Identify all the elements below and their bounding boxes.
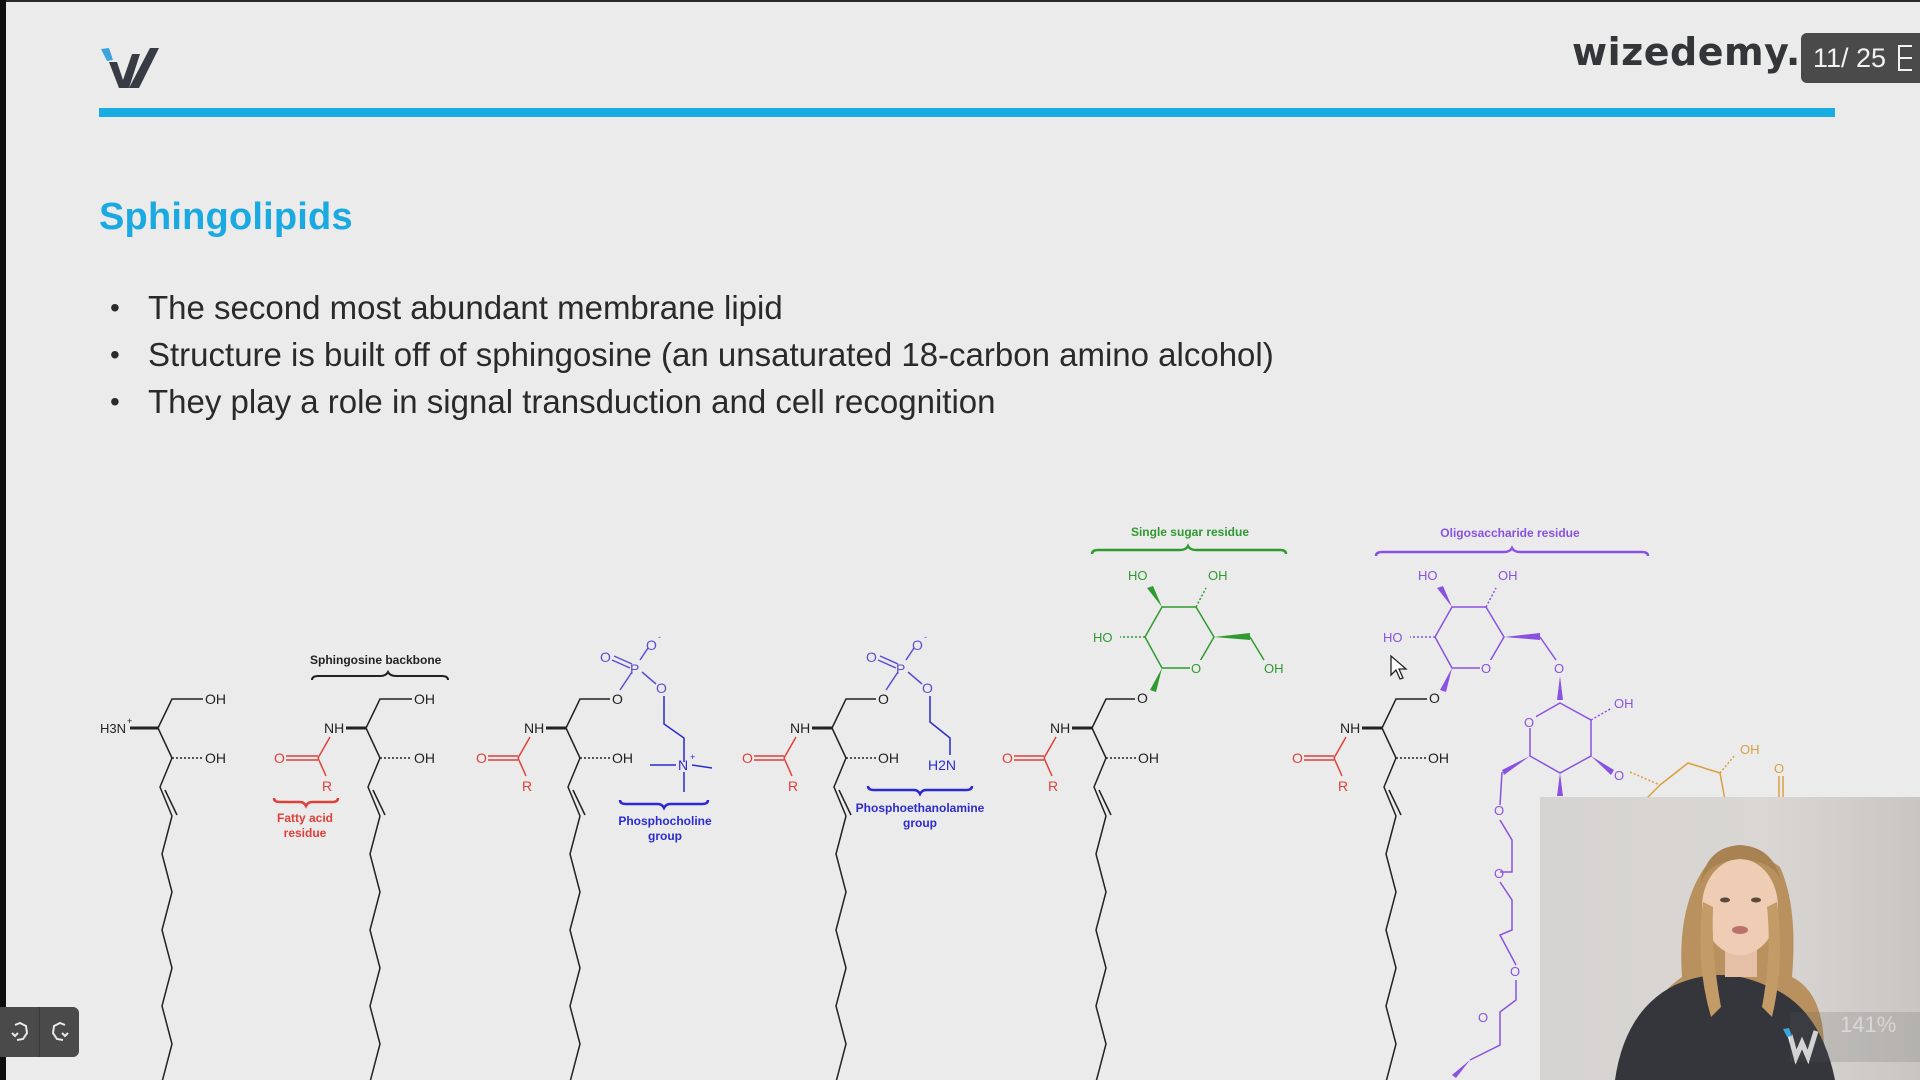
svg-text:Oligosaccharide residue: Oligosaccharide residue [1440, 526, 1580, 540]
svg-text:Single sugar residue: Single sugar residue [1131, 525, 1249, 539]
svg-text:O: O [866, 649, 877, 665]
window-left-edge [0, 0, 6, 1080]
svg-text:O: O [1774, 761, 1784, 776]
svg-text:P: P [896, 661, 905, 677]
svg-text:HO: HO [1418, 568, 1438, 583]
wizedemy-logo-icon [101, 48, 159, 88]
svg-text:OH: OH [414, 691, 435, 707]
header-rule [99, 108, 1835, 117]
page-counter-text: 11/ 25 [1813, 42, 1887, 73]
svg-text:NH: NH [1340, 720, 1360, 736]
svg-text:O: O [742, 750, 753, 766]
zoom-level: 141% [1840, 1012, 1897, 1037]
svg-text:group: group [648, 829, 682, 843]
cerebroside-structure: Single sugar residue O HO OH HO OH O NH … [1002, 525, 1288, 1080]
svg-text:O: O [1292, 750, 1303, 766]
bullet-list: The second most abundant membrane lipid … [110, 284, 1274, 425]
svg-text:O: O [1429, 690, 1440, 706]
svg-text:H3N: H3N [100, 721, 126, 736]
svg-text:HO: HO [1383, 630, 1403, 645]
svg-text:OH: OH [1138, 750, 1159, 766]
svg-text:O: O [1191, 661, 1201, 676]
svg-text:O: O [1481, 661, 1491, 676]
svg-text:OH: OH [205, 750, 226, 766]
svg-text:P: P [630, 661, 639, 677]
svg-text:R: R [322, 778, 332, 794]
svg-text:O: O [922, 680, 933, 696]
svg-text:O: O [1494, 803, 1504, 818]
svg-text:OH: OH [1614, 696, 1634, 711]
svg-text:O: O [1524, 715, 1534, 730]
page-counter[interactable]: 11/ 25 [1801, 33, 1920, 83]
svg-text:OH: OH [1208, 568, 1228, 583]
svg-text:O: O [274, 750, 285, 766]
svg-text:HO: HO [1128, 568, 1148, 583]
bullet-item: The second most abundant membrane lipid [110, 284, 1274, 331]
svg-text:-: - [924, 632, 927, 642]
rotate-controls [0, 1007, 79, 1057]
thumbnails-icon[interactable] [1898, 45, 1913, 71]
svg-text:O: O [1510, 964, 1520, 979]
svg-text:H2N: H2N [928, 757, 956, 773]
zoom-indicator-bg [1790, 1012, 1920, 1062]
svg-text:group: group [903, 816, 937, 830]
svg-text:Phosphocholine: Phosphocholine [618, 814, 712, 828]
svg-text:NH: NH [524, 720, 544, 736]
presenter-figure [1615, 845, 1835, 1080]
svg-text:O: O [600, 649, 611, 665]
svg-text:OH: OH [1498, 568, 1518, 583]
svg-text:O: O [1614, 768, 1624, 783]
rotate-right-icon [51, 1021, 69, 1041]
ganglioside-structure: Oligosaccharide residue O HO OH HO O O O… [1292, 526, 1784, 1080]
svg-text:R: R [788, 778, 798, 794]
svg-text:R: R [522, 778, 532, 794]
svg-text:OH: OH [414, 750, 435, 766]
slide-title: Sphingolipids [99, 196, 353, 238]
svg-text:OH: OH [612, 750, 633, 766]
rotate-left-icon [10, 1021, 28, 1041]
svg-text:NH: NH [324, 720, 344, 736]
phosphoethanolamine-structure: NH O OH O R P O O - O H2N Phosphoethanol… [742, 632, 985, 1080]
window-top-edge [0, 0, 1920, 2]
svg-text:OH: OH [878, 750, 899, 766]
svg-text:O: O [1478, 1010, 1488, 1025]
rotate-right-button[interactable] [39, 1007, 79, 1057]
svg-text:HO: HO [1093, 630, 1113, 645]
svg-text:N: N [678, 757, 688, 773]
ceramide-structure: Sphingosine backbone NH OH OH O R Fatty … [272, 653, 449, 1080]
svg-text:residue: residue [284, 826, 327, 840]
svg-text:O: O [912, 637, 923, 653]
svg-text:OH: OH [1264, 661, 1284, 676]
svg-text:O: O [878, 691, 889, 707]
bullet-item: They play a role in signal transduction … [110, 378, 1274, 425]
svg-text:O: O [646, 637, 657, 653]
mouse-cursor-icon [1390, 655, 1408, 680]
svg-text:O: O [1494, 866, 1504, 881]
svg-text:+: + [690, 752, 695, 762]
svg-text:+: + [127, 716, 132, 726]
sphingomyelin-structure: NH O OH O R P O O - O N + Phosph [476, 632, 713, 1080]
bullet-item: Structure is built off of sphingosine (a… [110, 331, 1274, 378]
svg-text:NH: NH [1050, 720, 1070, 736]
svg-text:OH: OH [205, 691, 226, 707]
svg-text:Phosphoethanolamine: Phosphoethanolamine [856, 801, 985, 815]
svg-text:Sphingosine backbone: Sphingosine backbone [310, 653, 442, 667]
svg-text:O: O [612, 691, 623, 707]
svg-text:O: O [476, 750, 487, 766]
svg-text:OH: OH [1740, 742, 1760, 757]
svg-text:O: O [1137, 690, 1148, 706]
svg-text:NH: NH [790, 720, 810, 736]
svg-text:O: O [1554, 661, 1564, 676]
sphingosine-structure: H3N + OH OH [100, 691, 226, 1080]
svg-text:-: - [658, 632, 661, 642]
svg-text:OH: OH [1428, 750, 1449, 766]
svg-text:Fatty acid: Fatty acid [277, 811, 333, 825]
svg-text:O: O [1002, 750, 1013, 766]
rotate-left-button[interactable] [0, 1007, 39, 1057]
svg-text:R: R [1338, 778, 1348, 794]
svg-text:R: R [1048, 778, 1058, 794]
presenter-webcam-video[interactable]: 141% [1540, 797, 1920, 1080]
svg-text:O: O [656, 680, 667, 696]
